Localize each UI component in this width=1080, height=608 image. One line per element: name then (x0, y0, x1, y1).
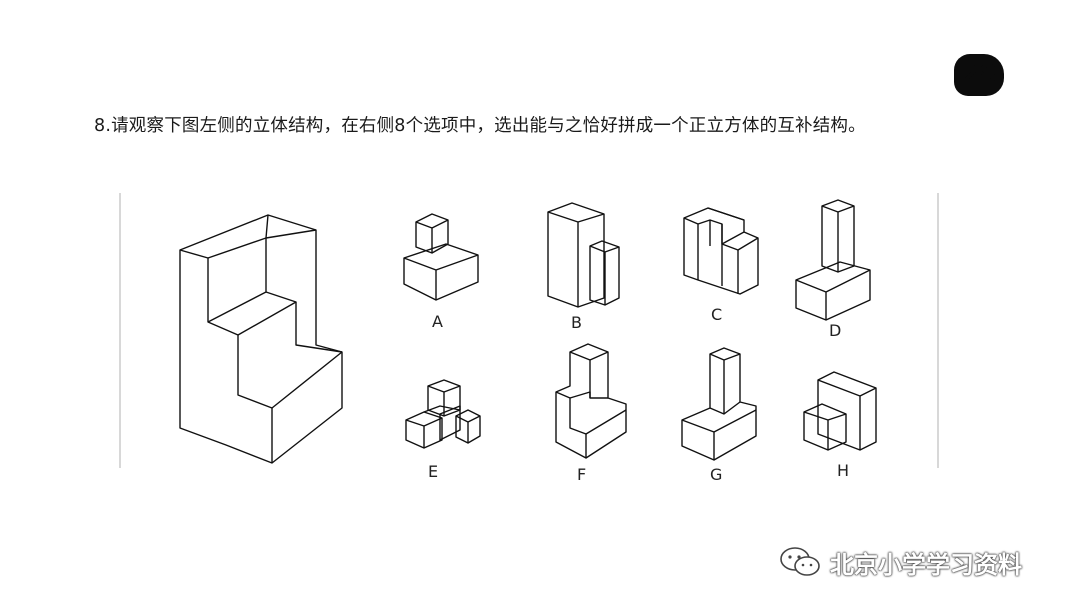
option-d-label: D (829, 321, 842, 340)
option-f-drawing (555, 343, 627, 459)
page-number-badge: 28 (954, 54, 1004, 96)
option-e-label: E (428, 462, 439, 481)
option-b-drawing (547, 202, 620, 308)
question-text: 8.请观察下图左侧的立体结构，在右侧8个选项中，选出能与之恰好拼成一个正立方体的… (94, 116, 866, 136)
option-h-label: H (837, 461, 850, 480)
main-structure-drawing (179, 214, 343, 464)
option-a-label: A (432, 312, 443, 331)
option-a-drawing (403, 213, 479, 301)
watermark-text: 北京小学学习资料 (830, 550, 1022, 579)
option-f-label: F (577, 465, 587, 484)
option-g-drawing (681, 347, 757, 461)
option-h-drawing (803, 371, 877, 451)
option-g-label: G (710, 465, 723, 484)
option-d-drawing (795, 199, 871, 321)
option-e-drawing (405, 379, 481, 449)
option-c-drawing (683, 207, 759, 295)
wechat-icon (780, 547, 820, 576)
option-b-label: B (571, 313, 582, 332)
watermark: 北京小学学习资料 (778, 544, 1022, 580)
option-c-label: C (711, 305, 723, 324)
